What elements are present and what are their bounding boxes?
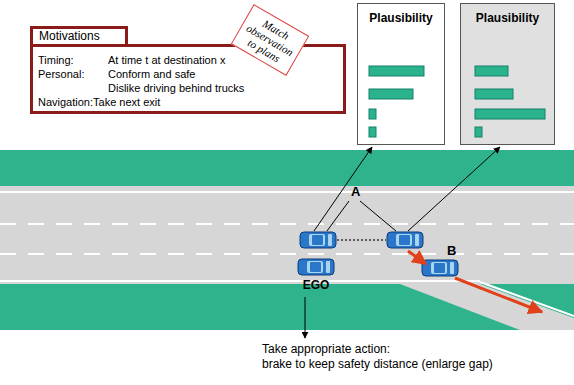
car: [292, 256, 340, 278]
lane-line: [0, 191, 574, 193]
ramp-edge: [480, 282, 574, 316]
lane-change-arrow: [408, 251, 426, 264]
panel-heading: Plausibility: [358, 11, 444, 25]
plausibility-bar: [475, 89, 513, 99]
callout-letter: B: [447, 243, 456, 258]
plausibility-bar: [369, 127, 376, 137]
leader-arrow: [314, 147, 372, 231]
motivation-text: Dislike driving behind trucks: [108, 82, 244, 95]
lane-line: [0, 280, 480, 282]
callout-letter: A: [351, 184, 360, 199]
car: [298, 259, 334, 275]
bar-chart: [461, 4, 554, 144]
plausibility-panel: Plausibility: [357, 3, 445, 145]
road: [0, 186, 574, 284]
plausibility-bar: [475, 127, 482, 137]
bar-chart: [358, 4, 444, 144]
path-arrow: [455, 278, 542, 312]
plausibility-panel: Plausibility: [460, 3, 555, 145]
plausibility-bar: [369, 66, 424, 76]
motivation-text: Timing:: [38, 54, 74, 67]
bracket-line: [327, 201, 349, 231]
car: [387, 232, 423, 248]
gap-line: [337, 239, 386, 241]
action-text: brake to keep safety distance (enlarge g…: [262, 357, 493, 371]
verge: [0, 150, 574, 330]
lane-line: [0, 253, 574, 255]
panel-heading: Plausibility: [461, 11, 554, 25]
action-text: Take appropriate action:: [262, 342, 390, 356]
motivation-text: At time t at destination x: [108, 54, 225, 67]
leader-arrow: [408, 147, 500, 231]
leader-arrow: [305, 297, 306, 338]
car-label: EGO: [292, 278, 340, 292]
plausibility-bar: [369, 89, 413, 99]
car: [422, 260, 458, 276]
plausibility-bar: [475, 66, 508, 76]
motivation-text: Navigation:Take next exit: [38, 96, 160, 109]
lane-line: [0, 223, 574, 225]
plausibility-bar: [475, 109, 545, 119]
motivation-text: Conform and safe: [108, 68, 195, 81]
ego-car: EGO: [292, 256, 340, 296]
box-heading: Motivations: [30, 26, 128, 47]
motivation-text: Personal:: [38, 68, 84, 81]
bracket-line: [360, 201, 396, 231]
plausibility-bar: [369, 109, 376, 119]
car: [300, 232, 336, 248]
